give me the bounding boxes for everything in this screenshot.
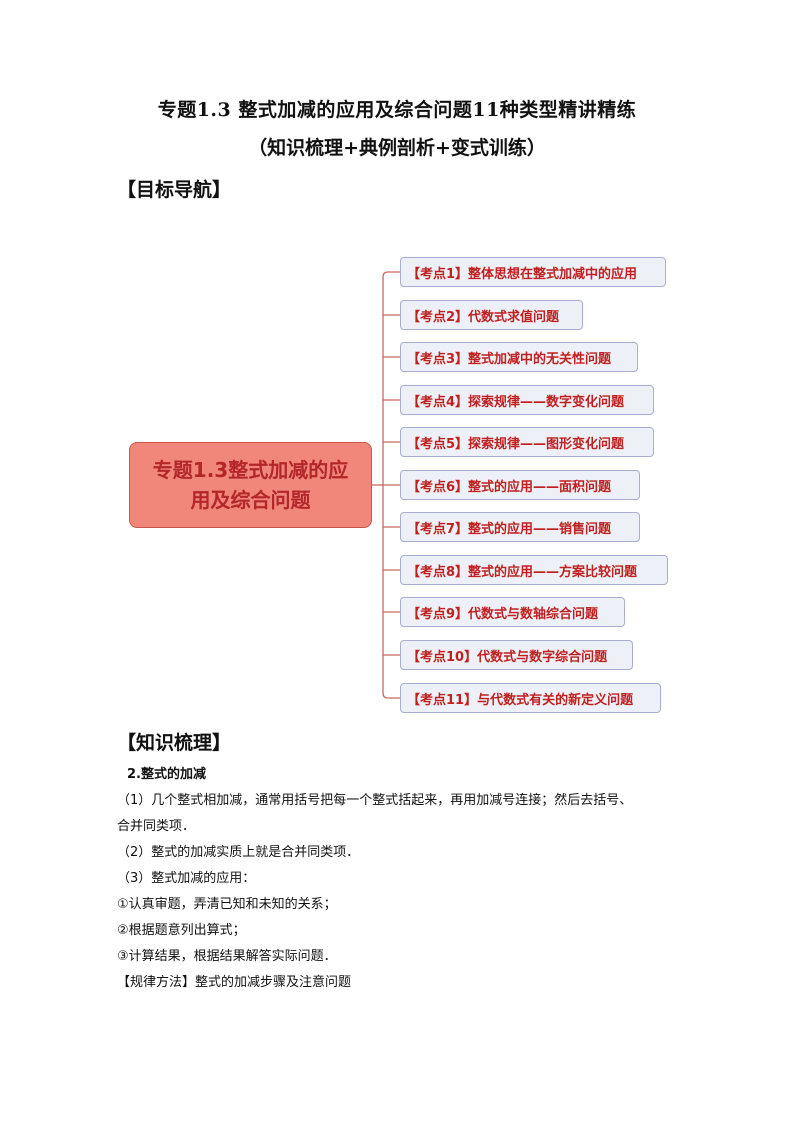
knowledge-line-6: ②根据题意列出算式； (117, 923, 246, 938)
mindmap-branch-5: 【考点5】探索规律——图形变化问题 (400, 427, 654, 457)
section-heading-navigation: 【目标导航】 (117, 179, 232, 201)
knowledge-content: 2.整式的加减 （1）几个整式相加减，通常用括号把每一个整式括起来，再用加减号连… (117, 762, 677, 996)
knowledge-line-4: （3）整式加减的应用： (117, 871, 256, 886)
method-heading: 【规律方法】整式的加减步骤及注意问题 (117, 975, 352, 990)
document-title: 专题1.3 整式加减的应用及综合问题11种类型精讲精练 (157, 99, 637, 121)
mindmap-branch-1: 【考点1】整体思想在整式加减中的应用 (400, 257, 666, 287)
document-subtitle: （知识梳理+典例剖析+变式训练） (248, 137, 546, 159)
section-heading-knowledge: 【知识梳理】 (117, 732, 232, 754)
mindmap-branch-11: 【考点11】与代数式有关的新定义问题 (400, 683, 661, 713)
mindmap-branch-7: 【考点7】整式的应用——销售问题 (400, 512, 640, 542)
knowledge-subheading: 2.整式的加减 (127, 767, 206, 782)
knowledge-line-2: 合并同类项． (117, 819, 196, 834)
mindmap-branch-6: 【考点6】整式的应用——面积问题 (400, 470, 640, 500)
mindmap-branch-8: 【考点8】整式的应用——方案比较问题 (400, 555, 668, 585)
knowledge-line-3: （2）整式的加减实质上就是合并同类项． (117, 845, 360, 860)
mindmap-branch-3: 【考点3】整式加减中的无关性问题 (400, 342, 638, 372)
mindmap-branch-4: 【考点4】探索规律——数字变化问题 (400, 385, 654, 415)
knowledge-line-7: ③计算结果，根据结果解答实际问题． (117, 949, 337, 964)
knowledge-line-1: （1）几个整式相加减，通常用括号把每一个整式括起来，再用加减号连接；然后去括号、 (117, 793, 633, 808)
knowledge-line-5: ①认真审题，弄清已知和未知的关系； (117, 897, 337, 912)
mindmap-center-node: 专题1.3整式加减的应用及综合问题 (129, 442, 372, 528)
mindmap-branch-9: 【考点9】代数式与数轴综合问题 (400, 597, 625, 627)
mindmap-branch-2: 【考点2】代数式求值问题 (400, 300, 583, 330)
mindmap-branch-10: 【考点10】代数式与数字综合问题 (400, 640, 633, 670)
